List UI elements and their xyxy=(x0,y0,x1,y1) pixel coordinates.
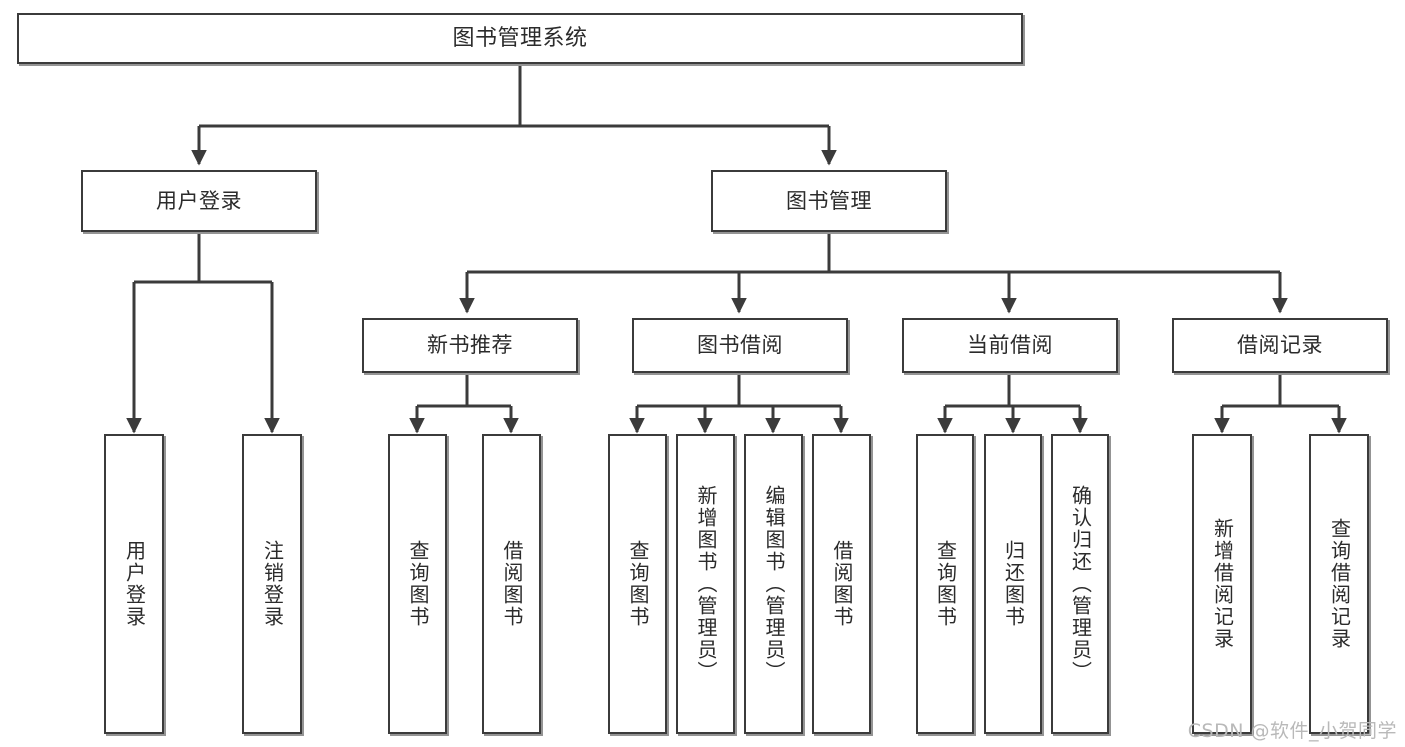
node-label: 图书借阅 xyxy=(697,333,783,358)
node-leaf-return-book[interactable]: 归还图书 xyxy=(984,434,1042,734)
node-label: 查询图书 xyxy=(933,540,958,628)
node-label: 用户登录 xyxy=(156,188,242,213)
node-label: 图书管理 xyxy=(786,188,872,213)
node-label: 新增借阅记录 xyxy=(1210,518,1235,650)
node-label: 查询图书 xyxy=(626,540,650,628)
node-leaf-query-record[interactable]: 查询借阅记录 xyxy=(1309,434,1369,734)
node-root-book-management-system[interactable]: 图书管理系统 xyxy=(17,13,1023,64)
node-label: 借阅记录 xyxy=(1237,333,1323,358)
node-current-borrow[interactable]: 当前借阅 xyxy=(902,318,1118,373)
node-leaf-borrow-book-1[interactable]: 借阅图书 xyxy=(482,434,541,734)
node-label: 用户登录 xyxy=(122,540,147,628)
node-label: 新书推荐 xyxy=(427,333,513,358)
node-leaf-query-book-3[interactable]: 查询图书 xyxy=(916,434,974,734)
node-leaf-user-login[interactable]: 用户登录 xyxy=(104,434,164,734)
node-leaf-borrow-book-2[interactable]: 借阅图书 xyxy=(812,434,871,734)
node-book-manage[interactable]: 图书管理 xyxy=(711,170,947,232)
node-label: 借阅图书 xyxy=(500,540,524,628)
node-user-login[interactable]: 用户登录 xyxy=(81,170,317,232)
node-leaf-query-book-1[interactable]: 查询图书 xyxy=(388,434,447,734)
node-leaf-add-book[interactable]: 新增图书（管理员） xyxy=(676,434,735,734)
watermark: CSDN @软件_小贺同学 xyxy=(1187,720,1397,742)
node-label: 编辑图书（管理员） xyxy=(762,485,786,683)
node-label: 查询图书 xyxy=(406,540,430,628)
node-leaf-query-book-2[interactable]: 查询图书 xyxy=(608,434,667,734)
node-borrow-record[interactable]: 借阅记录 xyxy=(1172,318,1388,373)
node-leaf-edit-book[interactable]: 编辑图书（管理员） xyxy=(744,434,803,734)
node-book-borrow[interactable]: 图书借阅 xyxy=(632,318,848,373)
node-leaf-confirm-return[interactable]: 确认归还（管理员） xyxy=(1051,434,1109,734)
node-label: 新增图书（管理员） xyxy=(694,485,718,683)
node-label: 注销登录 xyxy=(260,540,285,628)
node-label: 借阅图书 xyxy=(830,540,854,628)
node-label: 归还图书 xyxy=(1001,540,1026,628)
node-label: 当前借阅 xyxy=(967,333,1053,358)
node-label: 确认归还（管理员） xyxy=(1068,485,1093,683)
node-leaf-logout[interactable]: 注销登录 xyxy=(242,434,302,734)
node-label: 图书管理系统 xyxy=(452,25,588,51)
node-label: 查询借阅记录 xyxy=(1327,518,1352,650)
node-leaf-add-record[interactable]: 新增借阅记录 xyxy=(1192,434,1252,734)
node-new-book-recommend[interactable]: 新书推荐 xyxy=(362,318,578,373)
